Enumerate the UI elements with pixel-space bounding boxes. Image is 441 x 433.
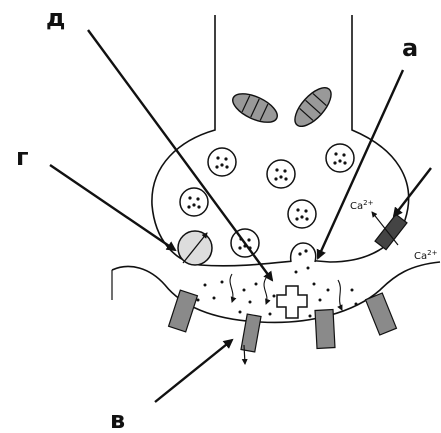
presynaptic-membrane xyxy=(151,15,410,267)
postsynaptic-receptor xyxy=(167,289,199,333)
postsynaptic-receptor xyxy=(364,292,398,336)
label-d: д xyxy=(46,4,65,32)
diffusion-arrow xyxy=(337,279,343,311)
calcium-ion-label-right: Ca2+ xyxy=(414,249,438,262)
vesicle xyxy=(179,187,209,217)
label-a: а xyxy=(402,34,418,62)
pointer-arrow-g xyxy=(49,164,177,252)
label-v: в xyxy=(110,406,125,433)
fusing-vesicle xyxy=(289,242,317,263)
pointer-arrow-v xyxy=(154,338,234,403)
vesicle xyxy=(287,199,317,229)
vesicle xyxy=(266,159,296,189)
calcium-influx-arrow xyxy=(371,211,399,246)
pointer-arrow-a xyxy=(316,69,405,260)
diffusion-arrow xyxy=(263,277,271,305)
neurotransmitter-molecules xyxy=(196,266,358,318)
postsynaptic-receptor xyxy=(314,308,336,350)
mitochondrion-left xyxy=(232,93,278,123)
postsynaptic-receptor xyxy=(240,313,262,353)
calcium-ion-label-top: Ca2+ xyxy=(350,199,374,212)
vesicle xyxy=(207,147,237,177)
ion-flow-arrow xyxy=(241,344,248,365)
vesicle xyxy=(325,143,355,173)
enzyme-cross xyxy=(276,285,308,319)
diffusion-arrow xyxy=(229,273,237,303)
label-g: г xyxy=(16,143,29,171)
pointer-arrow-d xyxy=(87,29,274,282)
mitochondrion-right xyxy=(294,87,332,127)
pointer-arrow-b xyxy=(392,167,432,218)
reuptake-transporter xyxy=(177,230,213,266)
calcium-channel xyxy=(374,213,408,251)
